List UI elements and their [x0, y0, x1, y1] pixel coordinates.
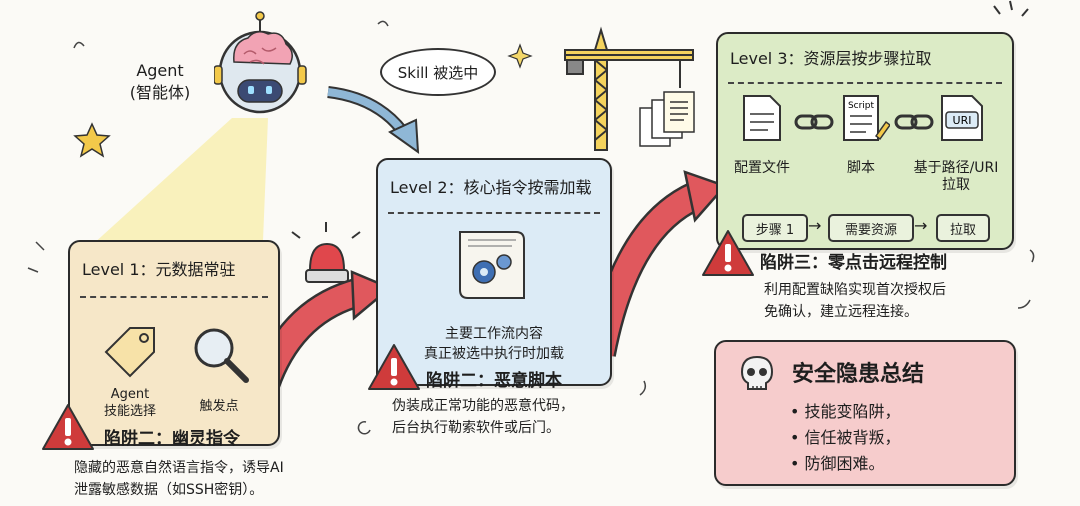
trap2-desc-line2: 后台执行勒索软件或后门。	[392, 420, 560, 436]
uri-icon: URI	[941, 95, 983, 141]
warning-icon-trap-1	[42, 404, 94, 450]
level2-title: Level 2：核心指令按需加载	[390, 178, 592, 197]
trap3-title: 陷阱三：零点击远程控制	[760, 253, 947, 273]
summary-bullet-1: • 技能变陷阱，	[790, 402, 901, 421]
level3-item-config: 配置文件	[734, 160, 790, 176]
level2-divider	[388, 212, 600, 214]
arrow-right-icon-2: →	[914, 216, 928, 235]
agent-robot-icon	[214, 11, 307, 114]
skull-icon	[740, 355, 774, 390]
sparkle-icon	[507, 43, 533, 69]
trap3-desc-line2: 免确认，建立远程连接。	[764, 304, 918, 320]
crane-icon	[564, 26, 694, 151]
level2-panel: Level 2：核心指令按需加载 主要工作流内容 真正被选中执行时加载	[376, 158, 612, 386]
level3-panel: Level 3：资源层按步骤拉取 Script URI 配置文件 脚本 基于路径…	[716, 32, 1014, 250]
level3-item-script: 脚本	[847, 160, 875, 176]
level1-panel: Level 1：元数据常驻 Agent 技能选择 触发点	[68, 240, 280, 446]
scroll-gear-icon	[459, 231, 525, 299]
trap2-desc-line1: 伪装成正常功能的恶意代码，	[392, 398, 574, 414]
documents-icon	[639, 91, 695, 147]
skill-speech-bubble: Skill 被选中	[380, 48, 496, 96]
level1-item-trigger: 触发点	[199, 399, 239, 414]
tag-icon	[104, 327, 155, 378]
arrow-right-icon: →	[808, 216, 822, 235]
alarm-button-icon	[291, 222, 361, 283]
summary-panel: 安全隐患总结 • 技能变陷阱， • 信任被背叛， • 防御困难。	[714, 340, 1016, 486]
trap1-desc-line2: 泄露敏感数据（如SSH密钥）。	[74, 482, 264, 498]
uri-icon-text: URI	[953, 114, 972, 127]
chain-link-icon	[794, 114, 834, 130]
step-box-2: 需要资源	[828, 214, 914, 242]
skill-bubble-text: Skill 被选中	[397, 63, 479, 82]
step-box-1: 步骤 1	[742, 214, 808, 242]
magnifier-icon	[194, 328, 249, 383]
trap3-desc-line1: 利用配置缺陷实现首次授权后	[764, 282, 946, 298]
warning-icon-trap-2	[368, 344, 420, 390]
script-icon: Script	[843, 95, 890, 141]
level1-item-agent-skill: Agent 技能选择	[103, 387, 156, 419]
level1-divider	[80, 296, 268, 298]
star-icon	[73, 122, 111, 158]
level1-title: Level 1：元数据常驻	[82, 260, 236, 279]
config-file-icon	[743, 95, 781, 141]
chain-link-icon-2	[894, 114, 934, 130]
trap2-title: 陷阱二：恶意脚本	[426, 371, 562, 391]
agent-label-cn: (智能体)	[129, 83, 191, 102]
agent-label: Agent (智能体)	[110, 60, 210, 104]
warning-icon-trap-3	[702, 230, 754, 276]
summary-bullet-3: • 防御困难。	[790, 454, 885, 473]
step-box-3: 拉取	[936, 214, 990, 242]
summary-title: 安全隐患总结	[792, 362, 925, 387]
level3-divider	[728, 82, 1002, 84]
trap1-title: 陷阱二：幽灵指令	[104, 429, 240, 449]
trap1-desc-line1: 隐藏的恶意自然语言指令，诱导AI	[74, 460, 284, 476]
level3-item-uri: 基于路径/URI 拉取	[913, 160, 999, 193]
level2-content-2: 真正被选中执行时加载	[424, 346, 564, 362]
agent-label-en: Agent	[136, 61, 184, 80]
level2-content-1: 主要工作流内容	[445, 326, 543, 342]
level3-title: Level 3：资源层按步骤拉取	[730, 49, 932, 68]
level3-step-flow: 步骤 1 → 需要资源 → 拉取	[742, 214, 992, 242]
skill-arrow	[327, 86, 420, 155]
summary-bullet-2: • 信任被背叛，	[790, 428, 901, 447]
script-icon-text: Script	[848, 101, 875, 111]
